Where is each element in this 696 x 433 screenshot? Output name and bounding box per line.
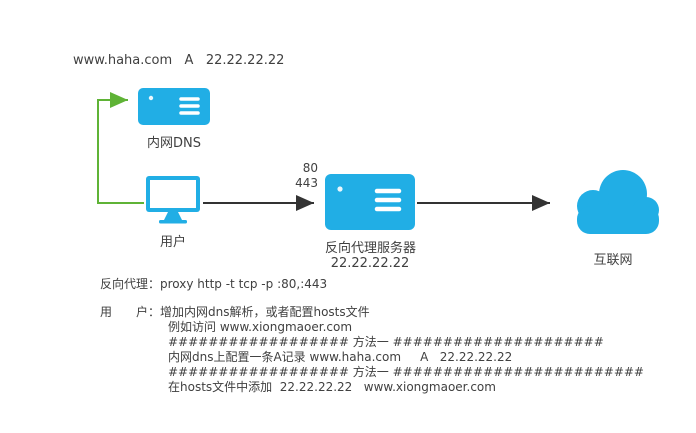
server-icon xyxy=(138,88,210,125)
note-method1-dns-record: 内网dns上配置一条A记录 www.haha.com A 22.22.22.22 xyxy=(168,350,513,364)
internet-node-label: 互联网 xyxy=(593,253,633,268)
proxy-ports: 80 443 xyxy=(280,161,318,191)
dns-a-record-label: www.haha.com A 22.22.22.22 xyxy=(73,53,285,68)
user-node: 用户 xyxy=(146,176,200,250)
server-icon xyxy=(325,174,415,230)
monitor-base xyxy=(159,220,187,224)
note-reverse-proxy-command: 反向代理：proxy http -t tcp -p :80,:443 xyxy=(100,277,328,291)
port-443-label: 443 xyxy=(295,176,318,190)
proxy-server-node: 反向代理服务器 22.22.22.22 xyxy=(325,174,417,271)
monitor-icon xyxy=(146,176,200,224)
note-method1-divider: ################## 方法一 #################… xyxy=(168,335,604,349)
server-led-dot xyxy=(337,186,343,192)
server-vents xyxy=(179,97,200,115)
cloud-icon xyxy=(577,170,659,234)
monitor-screen xyxy=(150,180,196,208)
user-node-label: 用户 xyxy=(159,235,186,250)
note-method2-hosts-entry: 在hosts文件中添加 22.22.22.22 www.xiongmaoer.c… xyxy=(168,380,496,394)
dns-node-label: 内网DNS xyxy=(147,136,201,151)
note-method2-divider: ################## 方法一 #################… xyxy=(168,365,644,379)
notes-block: 反向代理：proxy http -t tcp -p :80,:443 用 户：增… xyxy=(100,277,644,395)
port-80-label: 80 xyxy=(302,161,318,175)
proxy-node-ip: 22.22.22.22 xyxy=(330,256,410,271)
server-led-dot xyxy=(148,95,154,101)
server-vents xyxy=(374,188,402,212)
proxy-node-label: 反向代理服务器 xyxy=(325,241,417,256)
monitor-stand xyxy=(164,212,182,220)
dns-server-node: 内网DNS xyxy=(138,88,210,151)
note-example-access: 例如访问 www.xiongmaoer.com xyxy=(168,320,353,334)
internet-node: 互联网 xyxy=(563,164,663,268)
note-user-instruction: 用 户：增加内网dns解析，或者配置hosts文件 xyxy=(100,305,370,319)
